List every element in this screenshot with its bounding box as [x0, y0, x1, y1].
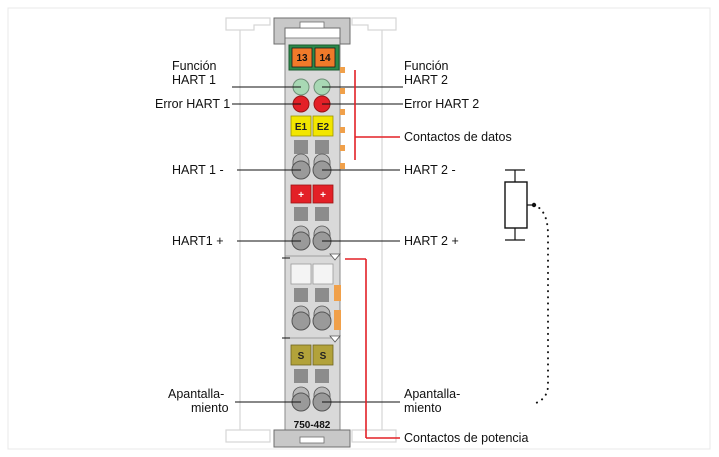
- contactos-datos-label: Contactos de datos: [404, 130, 512, 144]
- e1-label: E1: [295, 122, 308, 133]
- power-contact-lower: [334, 310, 341, 330]
- apantallamiento-left-1: Apantalla-: [168, 387, 224, 401]
- error-markers: E1 E2: [290, 115, 334, 137]
- data-contacts-bracket: [354, 70, 400, 160]
- module-body: [273, 17, 351, 448]
- power-notch-top: [329, 253, 341, 261]
- plus-markers: + +: [290, 184, 334, 204]
- apantallamiento-left-2: miento: [191, 401, 229, 415]
- blank-markers: [290, 263, 334, 285]
- shield-left-label: S: [298, 351, 305, 362]
- terminal-pair-minus: [291, 153, 332, 180]
- terminal-pair-middle: [291, 305, 332, 331]
- release-blocks-1: [294, 140, 329, 154]
- power-contacts-bracket: [345, 258, 400, 439]
- leader-lines: [232, 86, 403, 403]
- hart1-minus-label: HART 1 -: [172, 163, 224, 177]
- terminal-pair-shield: [291, 386, 332, 412]
- hart2-minus-label: HART 2 -: [404, 163, 456, 177]
- shield-markers: S S: [290, 344, 334, 366]
- error-hart1-label: Error HART 1: [155, 97, 230, 111]
- funcion-hart1-label-2: HART 1: [172, 73, 216, 87]
- contactos-potencia-label: Contactos de potencia: [404, 431, 528, 445]
- e2-label: E2: [317, 122, 330, 133]
- power-contact-upper: [334, 285, 341, 301]
- error-hart2-label: Error HART 2: [404, 97, 479, 111]
- funcion-hart2-label-1: Función: [404, 59, 449, 73]
- hart1-plus-label: HART1 +: [172, 234, 224, 248]
- diagram-frame: [7, 7, 711, 450]
- release-blocks-2: [294, 207, 329, 221]
- apantallamiento-right-2: miento: [404, 401, 442, 415]
- part-number: 750-482: [294, 420, 331, 431]
- release-blocks-4: [294, 369, 329, 383]
- connector-14-label: 14: [319, 53, 331, 64]
- resistor-symbol: [504, 169, 549, 404]
- apantallamiento-right-1: Apantalla-: [404, 387, 460, 401]
- power-notch-bottom: [329, 335, 341, 343]
- funcion-hart1-label-1: Función: [172, 59, 217, 73]
- plus-right-label: +: [320, 190, 326, 201]
- din-rail-outline: [225, 17, 397, 443]
- connector-13-label: 13: [296, 53, 308, 64]
- plus-left-label: +: [298, 190, 304, 201]
- top-connector: 13 14: [288, 44, 340, 71]
- hart2-plus-label: HART 2 +: [404, 234, 459, 248]
- funcion-hart2-label-2: HART 2: [404, 73, 448, 87]
- shield-right-label: S: [320, 351, 327, 362]
- release-blocks-3: [294, 288, 329, 302]
